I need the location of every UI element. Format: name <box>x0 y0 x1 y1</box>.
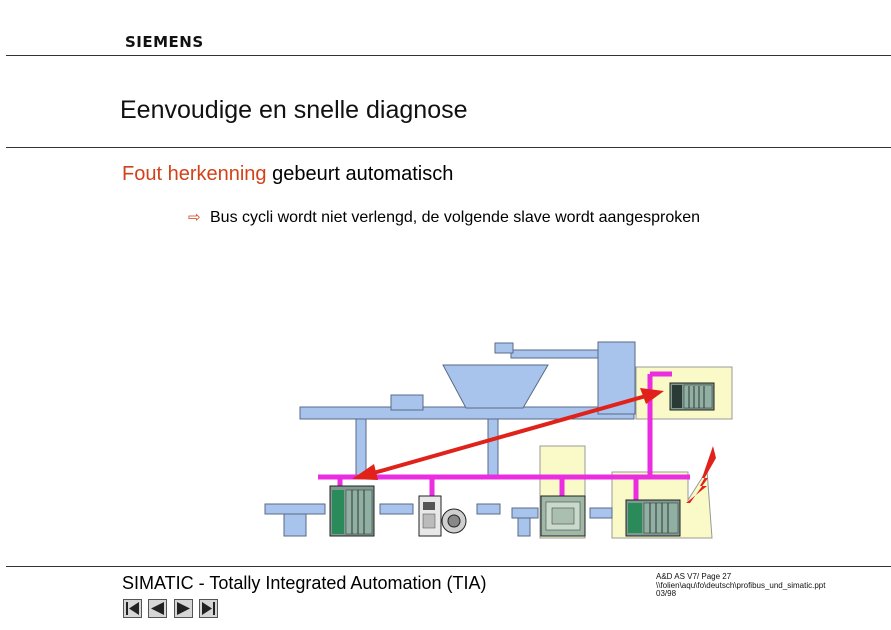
terminal-slave-icon <box>540 495 586 537</box>
slave-plc-1-icon <box>329 485 375 537</box>
footer-meta-line-1: A&D AS V7/ Page 27 <box>656 572 732 581</box>
title-divider <box>6 147 891 148</box>
first-slide-icon <box>126 602 139 615</box>
master-plc-icon <box>669 382 715 411</box>
communication-arrow <box>352 388 664 480</box>
faulty-slave-plc-icon <box>625 499 681 537</box>
siemens-logo: SIEMENS <box>125 33 204 51</box>
subtitle-accent: Fout herkenning <box>122 163 267 185</box>
bullet-text: Bus cycli wordt niet verlengd, de volgen… <box>210 209 701 226</box>
fault-lightning-icon <box>686 446 716 503</box>
first-slide-button[interactable] <box>123 599 142 618</box>
subtitle-rest: gebeurt automatisch <box>266 163 454 185</box>
footer-title: SIMATIC - Totally Integrated Automation … <box>122 573 487 593</box>
slide-title: Eenvoudige en snelle diagnose <box>120 96 468 124</box>
footer-meta: A&D AS V7/ Page 27 \\folien\aqu\fo\deuts… <box>656 572 826 599</box>
next-slide-icon <box>177 602 190 615</box>
header-divider <box>6 55 891 56</box>
last-slide-button[interactable] <box>199 599 218 618</box>
bullet-arrow-icon: ⇨ <box>188 209 201 226</box>
machine-frame <box>264 341 636 537</box>
previous-slide-icon <box>151 602 164 615</box>
last-slide-icon <box>202 602 215 615</box>
next-slide-button[interactable] <box>174 599 193 618</box>
footer-divider <box>6 566 891 567</box>
slide-subtitle: Fout herkenning gebeurt automatisch <box>122 163 453 186</box>
footer-meta-line-2: \\folien\aqu\fo\deutsch\profibus_und_sim… <box>656 580 826 590</box>
drive-slave-icon <box>418 495 467 537</box>
footer-meta-line-3: 03/98 <box>656 589 677 598</box>
previous-slide-button[interactable] <box>148 599 167 618</box>
